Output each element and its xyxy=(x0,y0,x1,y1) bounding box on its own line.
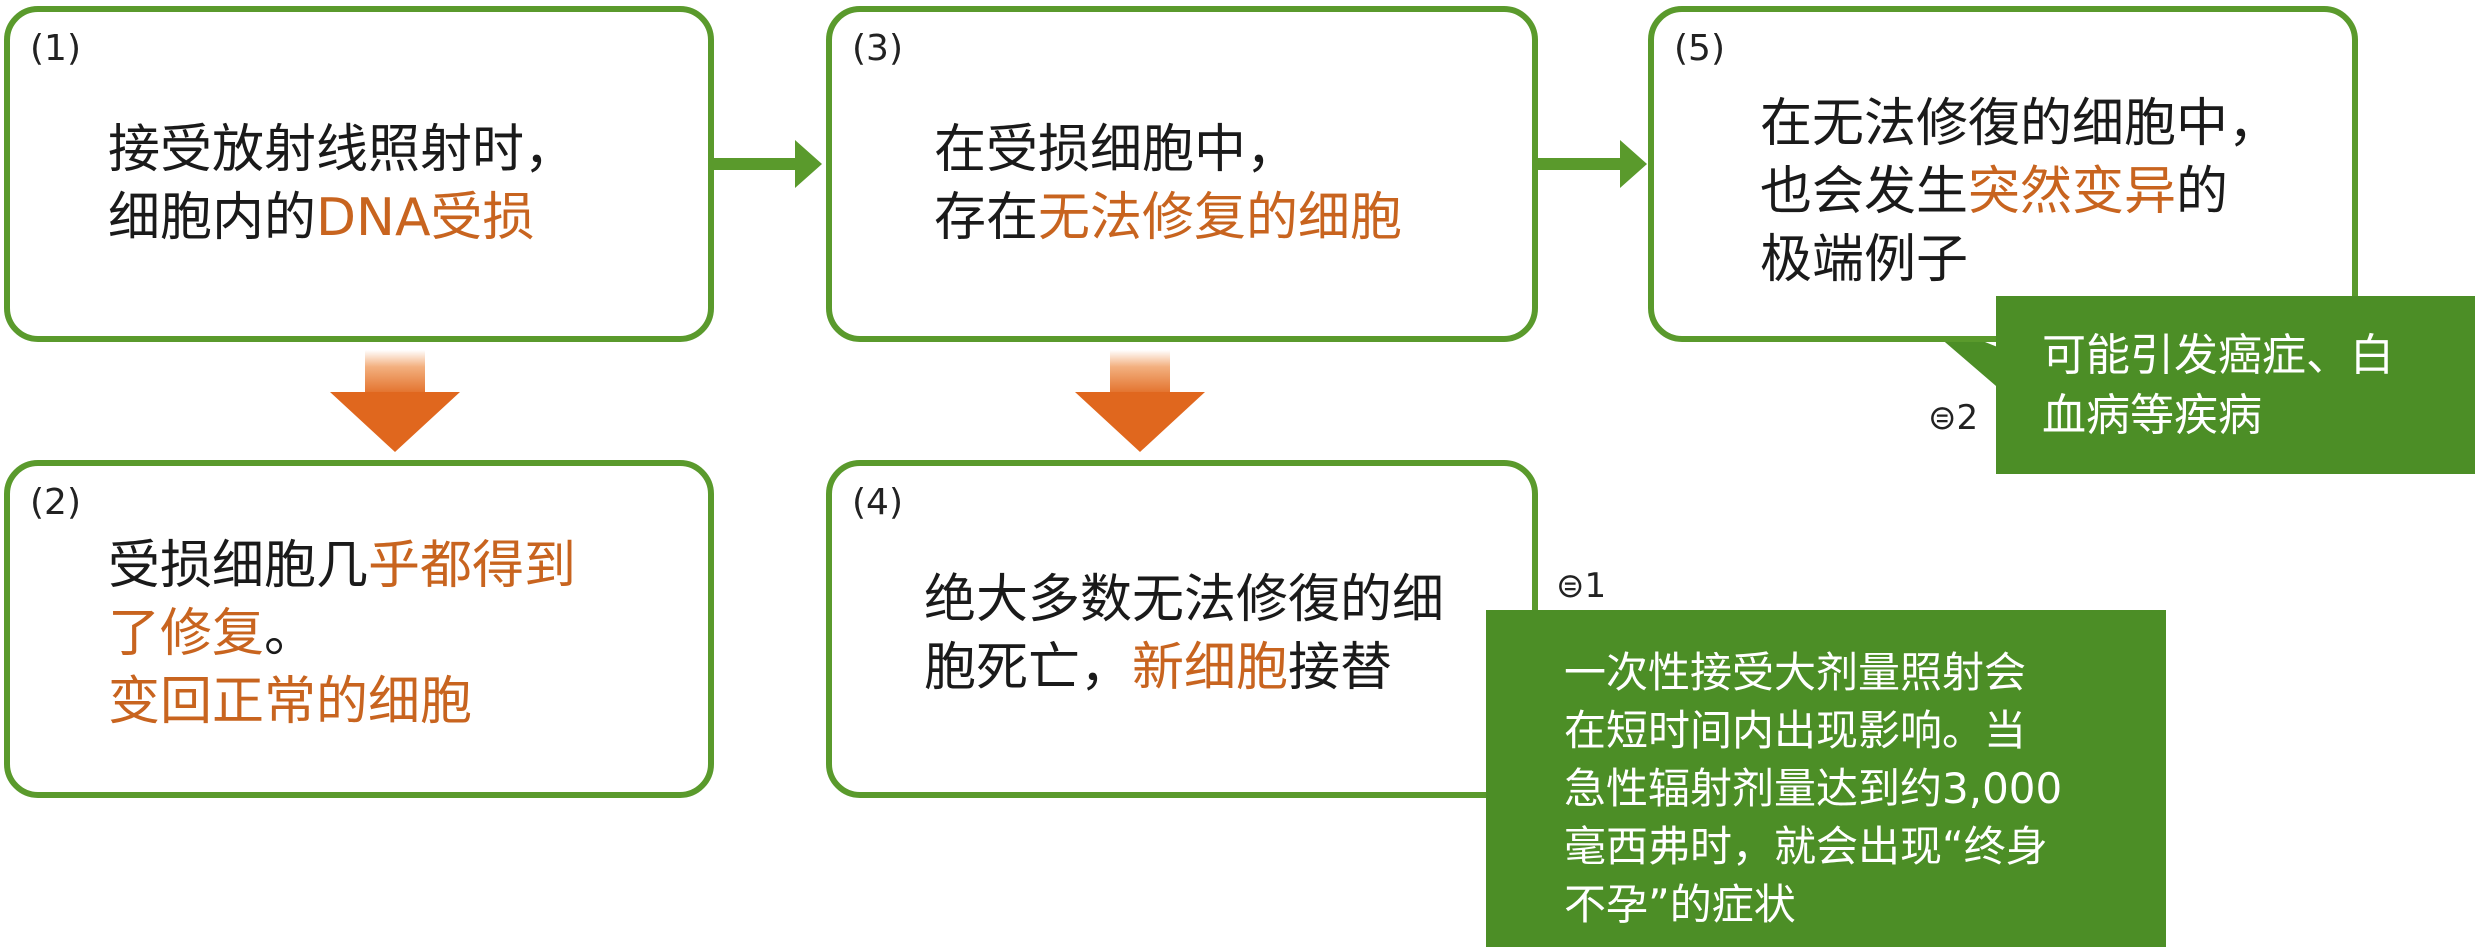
step-2-line3: 变回正常的细胞 xyxy=(108,672,473,732)
step-4-line1: 绝大多数无法修復的细 xyxy=(924,570,1445,630)
step-3-line1: 在受损细胞中， xyxy=(934,120,1299,180)
callout-acute-line3: 急性辐射剂量达到约3,000 xyxy=(1564,764,2063,813)
step-4-box: (4) 绝大多数无法修復的细 胞死亡，新细胞接替 xyxy=(826,460,1538,798)
note-1-marker: ⊜1 xyxy=(1556,566,1607,606)
step-1-line2: 细胞内的DNA受损 xyxy=(108,184,576,252)
callout-cancer-line2: 血病等疾病 xyxy=(2042,390,2262,441)
step-2-line2-highlight: 了修复 xyxy=(108,604,265,664)
step-5-line2: 也会发生突然变异的 xyxy=(1760,158,2280,226)
step-4-number: (4) xyxy=(852,482,903,523)
step-2-line2-plain: 。 xyxy=(264,604,317,664)
step-1-box: (1) 接受放射线照射时， 细胞内的DNA受损 xyxy=(4,6,714,342)
step-5-number: (5) xyxy=(1674,28,1725,69)
callout-acute: 一次性接受大剂量照射会 在短时间内出现影响。当 急性辐射剂量达到约3,000 毫… xyxy=(1486,610,2166,947)
callout-cancer: 可能引发癌症、白 血病等疾病 xyxy=(1996,296,2475,474)
arrow-3-to-4 xyxy=(1075,350,1205,452)
callout-acute-line5: 不孕”的症状 xyxy=(1564,880,1796,929)
callout-cancer-line1: 可能引发癌症、白 xyxy=(2042,330,2394,381)
step-1-line2-plain: 细胞内的 xyxy=(108,188,317,248)
step-3-text: 在受损细胞中， 存在无法修复的细胞 xyxy=(934,116,1402,252)
step-2-line1-plain: 受损细胞几 xyxy=(108,536,369,596)
callout-acute-line1: 一次性接受大剂量照射会 xyxy=(1564,648,2027,697)
step-2-text: 受损细胞几乎都得到 了修复。 变回正常的细胞 xyxy=(108,532,576,736)
step-2-line1: 受损细胞几乎都得到 xyxy=(108,532,576,600)
step-5-line2-plain: 也会发生 xyxy=(1760,162,1969,222)
callout-acute-line2: 在短时间内出现影响。当 xyxy=(1564,706,2027,755)
step-3-line2-highlight: 无法修复的细胞 xyxy=(1038,188,1403,248)
step-1-text: 接受放射线照射时， 细胞内的DNA受损 xyxy=(108,116,576,252)
step-4-line2-highlight: 新细胞 xyxy=(1132,638,1289,698)
step-2-line1-highlight: 乎都得到 xyxy=(368,536,577,596)
step-1-line1: 接受放射线照射时， xyxy=(108,120,577,180)
step-3-line2: 存在无法修复的细胞 xyxy=(934,184,1402,252)
step-3-box: (3) 在受损细胞中， 存在无法修复的细胞 xyxy=(826,6,1538,342)
arrow-1-to-2 xyxy=(330,350,460,452)
step-4-line2: 胞死亡，新细胞接替 xyxy=(924,634,1444,702)
step-5-text: 在无法修復的细胞中， 也会发生突然变异的 极端例子 xyxy=(1760,90,2280,294)
step-3-number: (3) xyxy=(852,28,903,69)
step-2-line2: 了修复。 xyxy=(108,600,576,668)
step-1-number: (1) xyxy=(30,28,81,69)
step-2-box: (2) 受损细胞几乎都得到 了修复。 变回正常的细胞 xyxy=(4,460,714,798)
step-2-number: (2) xyxy=(30,482,81,523)
step-5-line2-plain2: 的 xyxy=(2176,162,2229,222)
callout-acute-line4: 毫西弗时，就会出现“终身 xyxy=(1564,822,2048,871)
note-2-marker: ⊜2 xyxy=(1928,398,1979,438)
step-4-line2-plain2: 接替 xyxy=(1288,638,1393,698)
arrow-1-to-3 xyxy=(712,140,822,188)
step-3-line2-plain: 存在 xyxy=(934,188,1039,248)
step-4-line2-plain: 胞死亡， xyxy=(924,638,1133,698)
step-5-line3: 极端例子 xyxy=(1760,230,1969,290)
step-4-text: 绝大多数无法修復的细 胞死亡，新细胞接替 xyxy=(924,566,1444,702)
step-1-line2-highlight: DNA受损 xyxy=(316,188,535,248)
arrow-3-to-5 xyxy=(1536,140,1647,188)
step-5-line2-highlight: 突然变异 xyxy=(1968,162,2177,222)
step-5-box: (5) 在无法修復的细胞中， 也会发生突然变异的 极端例子 xyxy=(1648,6,2358,342)
step-5-line1: 在无法修復的细胞中， xyxy=(1760,94,2281,154)
